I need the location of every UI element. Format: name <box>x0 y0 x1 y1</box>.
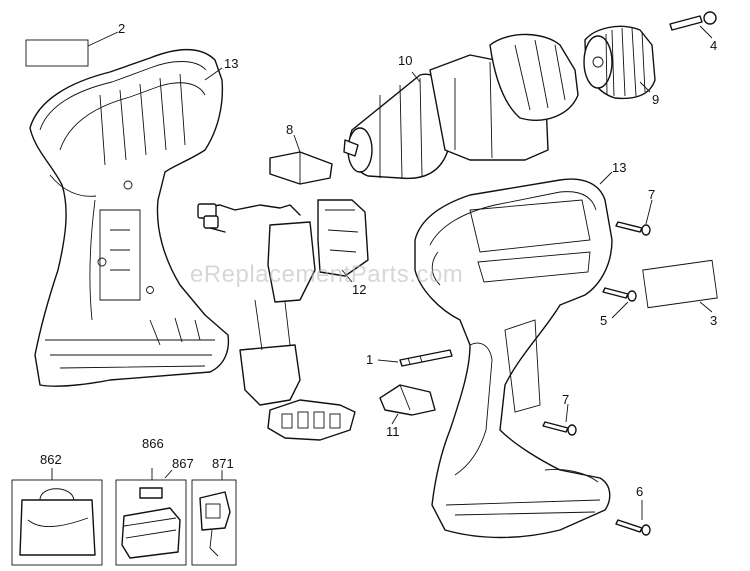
callout-13b: 13 <box>612 160 626 175</box>
callout-6: 6 <box>636 484 643 499</box>
nameplate-part-3 <box>642 259 718 309</box>
charger-part-871 <box>199 491 231 557</box>
bit-part-1 <box>399 349 453 367</box>
left-housing-part <box>29 49 230 387</box>
callout-3: 3 <box>710 313 717 328</box>
label-plate-2 <box>25 39 89 67</box>
brush-part-8 <box>269 151 333 185</box>
callout-7a: 7 <box>648 187 655 202</box>
switch-assembly-part <box>197 199 369 441</box>
callout-5: 5 <box>600 313 607 328</box>
callout-7b: 7 <box>562 392 569 407</box>
callout-867: 867 <box>172 456 194 471</box>
clip-part-11 <box>379 384 436 416</box>
screw-part-7-upper <box>615 221 651 236</box>
callout-12: 12 <box>352 282 366 297</box>
callout-13a: 13 <box>224 56 238 71</box>
callout-8: 8 <box>286 122 293 137</box>
bag-box-862 <box>11 479 103 566</box>
screw-part-6 <box>615 519 651 536</box>
battery-box-866 <box>115 479 187 566</box>
screw-part-7-lower <box>542 421 577 436</box>
callout-871: 871 <box>212 456 234 471</box>
watermark: eReplacementParts.com <box>190 261 463 288</box>
screw-part-5 <box>602 287 637 302</box>
callout-862: 862 <box>40 452 62 467</box>
callout-10: 10 <box>398 53 412 68</box>
bag-part-862 <box>19 488 96 556</box>
callout-866: 866 <box>142 436 164 451</box>
chuck-part-9 <box>583 25 656 100</box>
callout-9: 9 <box>652 92 659 107</box>
battery-part-866 <box>121 487 181 559</box>
callout-1: 1 <box>366 352 373 367</box>
chuck-screw-part-4 <box>669 11 717 31</box>
callout-11: 11 <box>386 424 400 439</box>
right-housing-part <box>414 178 613 539</box>
callout-4: 4 <box>710 38 717 53</box>
callout-2: 2 <box>118 21 125 36</box>
charger-box-871 <box>191 479 237 566</box>
motor-part <box>343 33 579 180</box>
